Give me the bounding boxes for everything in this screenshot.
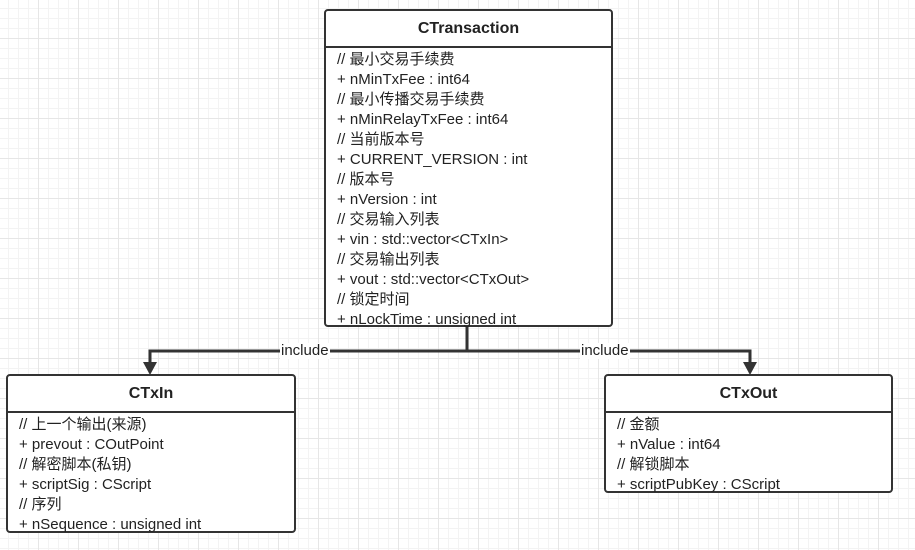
class-ctxout[interactable]: CTxOut // 金额 + nValue : int64 // 解锁脚本 + scr… [604, 374, 893, 493]
member-attribute: + prevout : COutPoint [19, 436, 164, 453]
edge-label-ctxout: include [580, 342, 630, 359]
class-name: CTxOut [606, 376, 891, 413]
member-attribute: + nMinRelayTxFee : int64 [337, 111, 509, 128]
member-comment: // 最小传播交易手续费 [337, 91, 485, 108]
member-comment: // 版本号 [337, 171, 395, 188]
member-attribute: + nSequence : unsigned int [19, 516, 202, 533]
member-attribute: + nValue : int64 [617, 436, 721, 453]
member-attribute: + scriptSig : CScript [19, 476, 152, 493]
member-comment: // 锁定时间 [337, 291, 410, 308]
member-comment: // 交易输入列表 [337, 211, 440, 228]
edge-to-ctxout [467, 349, 752, 365]
member-attribute: + vout : std::vector<CTxOut> [337, 271, 530, 288]
member-comment: // 最小交易手续费 [337, 51, 455, 68]
member-attribute: + CURRENT_VERSION : int [337, 151, 528, 168]
edge-label-ctxin: include [280, 342, 330, 359]
member-attribute: + scriptPubKey : CScript [617, 476, 780, 493]
class-ctransaction[interactable]: CTransaction // 最小交易手续费 + nMinTxFee : int… [324, 9, 613, 328]
class-name: CTransaction [326, 11, 611, 48]
member-comment: // 当前版本号 [337, 131, 425, 148]
member-attribute: + nVersion : int [337, 191, 437, 208]
member-attribute: + nMinTxFee : int64 [337, 71, 470, 88]
arrowhead-ctxout-icon [743, 362, 757, 375]
class-ctxin[interactable]: CTxIn // 上一个输出(来源) + prevout : COutPoint /… [6, 374, 296, 533]
arrowhead-ctxin-icon [143, 362, 157, 375]
member-attribute: + vin : std::vector<CTxIn> [337, 231, 509, 248]
member-comment: // 解锁脚本 [617, 456, 690, 473]
member-comment: // 解密脚本(私钥) [19, 456, 132, 473]
member-comment: // 金额 [617, 416, 660, 433]
member-comment: // 交易输出列表 [337, 251, 440, 268]
member-comment: // 序列 [19, 496, 62, 513]
class-name: CTxIn [8, 376, 294, 413]
member-comment: // 上一个输出(来源) [19, 416, 147, 433]
member-attribute: + nLockTime : unsigned int [337, 311, 517, 328]
